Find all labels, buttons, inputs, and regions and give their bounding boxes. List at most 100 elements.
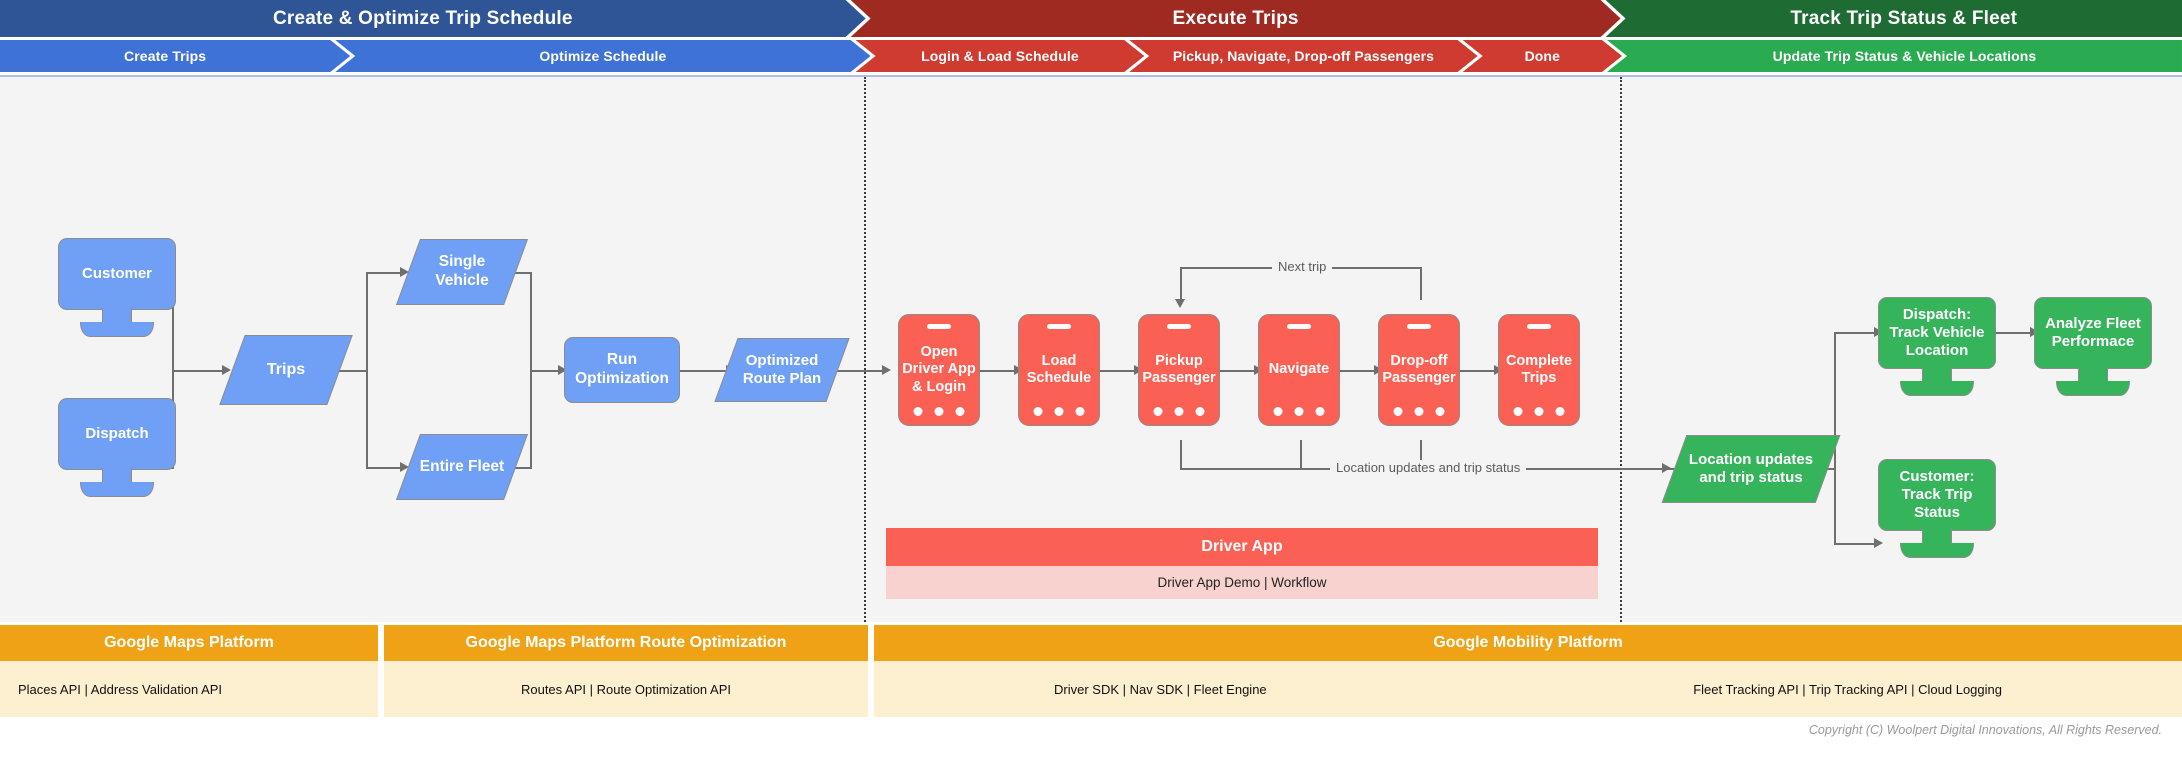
node-dispatch[interactable]: Dispatch [58, 398, 176, 498]
connector-to-single-vehicle [366, 272, 404, 274]
node-customer[interactable]: Customer [58, 238, 176, 338]
driver-app-links[interactable]: Driver App Demo | Workflow [886, 566, 1598, 599]
label-location-updates: Location updates and trip status [1330, 460, 1527, 475]
driver-app-title: Driver App [886, 528, 1598, 566]
connector-split-v [366, 272, 368, 469]
monitor-base [1900, 543, 1974, 558]
connector-p5-p6 [1460, 370, 1498, 372]
step-done[interactable]: Done [1463, 40, 1622, 72]
node-navigate[interactable]: Navigate [1258, 314, 1340, 426]
platform-route-optimization[interactable]: Google Maps Platform Route Optimization … [384, 625, 868, 717]
phase-create-optimize[interactable]: Create & Optimize Trip Schedule [0, 0, 866, 37]
node-dispatch-label: Dispatch [58, 398, 176, 470]
node-trips-label: Trips [266, 361, 306, 379]
node-analyze-fleet-label: Analyze Fleet Performace [2034, 297, 2152, 369]
platform-title: Google Maps Platform Route Optimization [384, 625, 868, 661]
node-run-optimization[interactable]: Run Optimization [564, 337, 680, 403]
platform-google-maps[interactable]: Google Maps Platform Places API | Addres… [0, 625, 378, 717]
node-complete-trips-label: Complete Trips [1505, 352, 1573, 386]
monitor-neck [102, 468, 132, 485]
monitor-neck [102, 308, 132, 325]
node-optimized-route-plan-label: Optimized Route Plan [742, 352, 822, 387]
node-complete-trips[interactable]: Complete Trips [1498, 314, 1580, 426]
node-trips[interactable]: Trips [219, 335, 353, 405]
arrow-customer-track [1874, 538, 1883, 548]
monitor-neck [1922, 367, 1952, 384]
node-navigate-label: Navigate [1268, 361, 1330, 378]
step-create-trips[interactable]: Create Trips [0, 40, 350, 72]
node-entire-fleet[interactable]: Entire Fleet [395, 434, 529, 500]
connector-to-entire-fleet [366, 467, 404, 469]
platform-google-mobility[interactable]: Google Mobility Platform Driver SDK | Na… [874, 625, 2182, 717]
step-optimize-schedule[interactable]: Optimize Schedule [335, 40, 870, 72]
monitor-base [1900, 381, 1974, 396]
node-load-schedule-label: Load Schedule [1026, 352, 1092, 386]
platform-apis-row: Driver SDK | Nav SDK | Fleet Engine Flee… [874, 661, 2182, 717]
node-run-optimization-label: Run Optimization [575, 351, 669, 387]
label-next-trip: Next trip [1272, 259, 1333, 274]
phone-speaker-icon [1167, 324, 1191, 329]
node-dispatch-track-vehicle[interactable]: Dispatch: Track Vehicle Location [1878, 297, 1996, 397]
copyright-notice: Copyright (C) Woolpert Digital Innovatio… [1808, 723, 2162, 737]
step-label: Pickup, Navigate, Drop-off Passengers [1172, 48, 1435, 64]
node-single-vehicle[interactable]: Single Vehicle [395, 239, 529, 305]
phone-speaker-icon [1047, 324, 1071, 329]
phase-label: Create & Optimize Trip Schedule [272, 7, 573, 29]
connector-to-trips [172, 370, 224, 372]
platform-apis: Routes API | Route Optimization API [384, 661, 868, 717]
platform-row: Google Maps Platform Places API | Addres… [0, 625, 2182, 717]
monitor-base [2056, 381, 2130, 396]
node-customer-track-trip[interactable]: Customer: Track Trip Status [1878, 459, 1996, 559]
phone-speaker-icon [1287, 324, 1311, 329]
platform-apis-right: Fleet Tracking API | Trip Tracking API |… [1693, 681, 2002, 697]
platform-title: Google Maps Platform [0, 625, 378, 661]
step-label: Update Trip Status & Vehicle Locations [1772, 48, 2037, 64]
node-pickup-passenger-label: Pickup Passenger [1142, 352, 1216, 386]
node-open-driver-app-label: Open Driver App & Login [902, 344, 976, 395]
connector-to-customer-track [1834, 543, 1878, 545]
connector-p4-p5 [1340, 370, 1378, 372]
node-dropoff-passenger[interactable]: Drop-off Passenger [1378, 314, 1460, 426]
phone-buttons-icon [1393, 407, 1445, 416]
node-open-driver-app[interactable]: Open Driver App & Login [898, 314, 980, 426]
connector-p2-p3 [1100, 370, 1138, 372]
arrow-to-trips [222, 365, 231, 375]
connector-p1-p2 [980, 370, 1018, 372]
step-pickup-navigate-dropoff[interactable]: Pickup, Navigate, Drop-off Passengers [1129, 40, 1477, 72]
node-load-schedule[interactable]: Load Schedule [1018, 314, 1100, 426]
arrow-open-driver-app [882, 365, 891, 375]
arrow-nexttrip [1175, 299, 1185, 308]
phase-execute-trips[interactable]: Execute Trips [851, 0, 1621, 37]
node-pickup-passenger[interactable]: Pickup Passenger [1138, 314, 1220, 426]
node-dropoff-passenger-label: Drop-off Passenger [1382, 352, 1456, 386]
connector-runopt-to-plan [678, 370, 730, 372]
connector-dispatch-to-analyze [1986, 332, 2034, 334]
step-label: Create Trips [124, 48, 207, 64]
node-single-vehicle-label: Single Vehicle [435, 253, 489, 289]
step-update-trip-status[interactable]: Update Trip Status & Vehicle Locations [1606, 40, 2182, 72]
step-label: Optimize Schedule [539, 48, 667, 64]
phone-buttons-icon [1273, 407, 1325, 416]
driver-app-card: Driver App Driver App Demo | Workflow [886, 528, 1598, 599]
monitor-base [80, 482, 154, 497]
node-analyze-fleet-performance[interactable]: Analyze Fleet Performace [2034, 297, 2152, 397]
node-customer-track-label: Customer: Track Trip Status [1878, 459, 1996, 531]
node-dispatch-track-label: Dispatch: Track Vehicle Location [1878, 297, 1996, 369]
node-optimized-route-plan[interactable]: Optimized Route Plan [714, 338, 850, 402]
phase-track-status[interactable]: Track Trip Status & Fleet [1605, 0, 2182, 37]
section-divider-left [864, 77, 866, 622]
step-login-load-schedule[interactable]: Login & Load Schedule [856, 40, 1145, 72]
phone-buttons-icon [913, 407, 965, 416]
connector-merge-out [530, 370, 562, 372]
arrow-location-updates [1662, 463, 1671, 473]
phone-buttons-icon [1513, 407, 1565, 416]
phase-bar-steps: Create Trips Optimize Schedule Login & L… [0, 40, 2182, 72]
phase-bar-top: Create & Optimize Trip Schedule Execute … [0, 0, 2182, 37]
node-customer-label: Customer [58, 238, 176, 310]
monitor-neck [2078, 367, 2108, 384]
phase-label: Execute Trips [1172, 7, 1299, 29]
phone-buttons-icon [1033, 407, 1085, 416]
step-label: Login & Load Schedule [921, 48, 1079, 64]
connector-trips-out [320, 370, 368, 372]
node-location-updates[interactable]: Location updates and trip status [1661, 435, 1841, 503]
